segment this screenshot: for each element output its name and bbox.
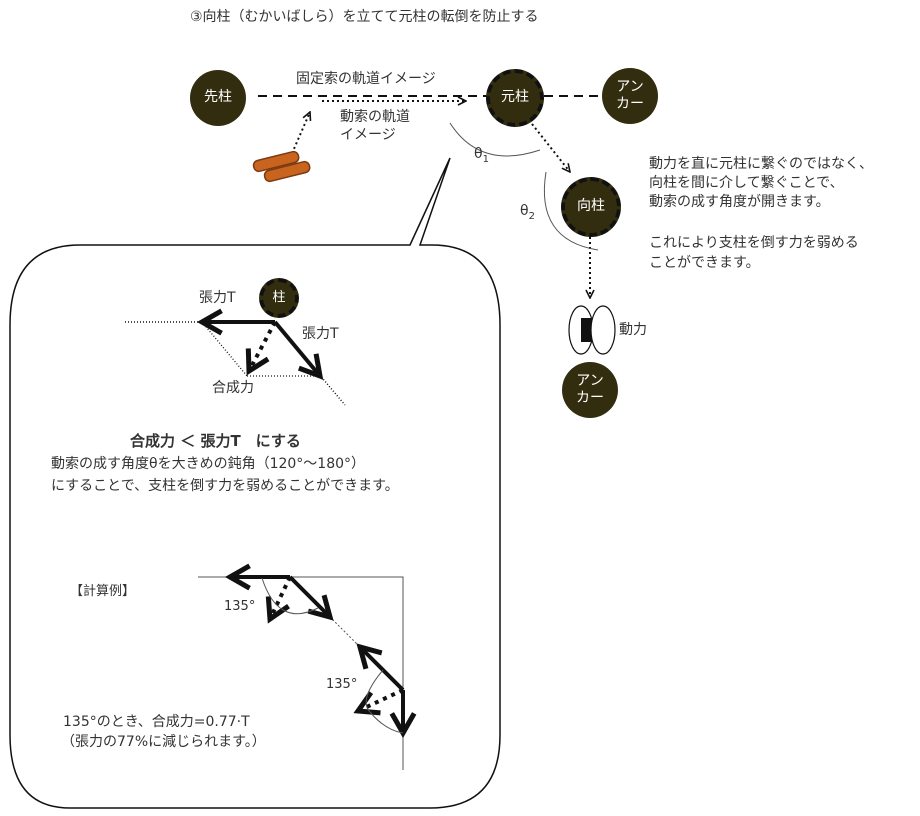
explanation-line-4: これにより支柱を倒す力を弱める (649, 235, 859, 251)
theta1-subscript: 1 (482, 153, 489, 165)
fixed-rope-label: 固定索の軌道イメージ (296, 71, 436, 89)
winch-icon (568, 305, 616, 355)
moving-rope-from-log (289, 112, 310, 159)
node-hashira: 柱 (259, 278, 299, 318)
theta1-arc (449, 122, 541, 157)
tension-left-label: 張力T (199, 290, 236, 306)
example-angle-2: 135° (326, 677, 358, 692)
node-anchor-top: アン カー (602, 68, 658, 124)
theta2-subscript: 2 (528, 210, 535, 222)
example-angle-1: 135° (224, 599, 256, 614)
resultant-arrow (245, 321, 277, 376)
node-anchor-bottom: アン カー (562, 362, 618, 418)
moving-rope-moto-to-muka (531, 123, 570, 172)
explanation-line-1: 動力を直に元柱に繋ぐのではなく、 (649, 156, 873, 172)
rule-line-1: 動索の成す角度θを大きめの鈍角（120°～180°） (51, 456, 366, 472)
example1-resultant (265, 576, 292, 624)
explanation-line-2: 向柱を間に介して繋ぐことで、 (649, 175, 844, 191)
rule-heading: 合成力 ＜ 張力T にする (130, 432, 301, 450)
example1-arrow-right (288, 575, 334, 621)
node-saki: 先柱 (190, 70, 246, 126)
power-label: 動力 (619, 322, 647, 338)
tension-right-label: 張力T (302, 326, 339, 342)
log-icon (252, 150, 311, 183)
theta1-symbol: θ (474, 146, 483, 162)
tension-right-arrow (273, 320, 324, 380)
moving-rope-label: 動索の軌道 イメージ (340, 109, 410, 143)
theta2-symbol: θ (520, 203, 529, 219)
resultant-label: 合成力 (212, 380, 254, 396)
node-muka: 向柱 (561, 177, 621, 237)
diagram-title: ③向柱（むかいばしら）を立てて元柱の転倒を防止する (190, 9, 539, 25)
example-title: 【計算例】 (70, 584, 136, 599)
theta2-label: θ2 (520, 203, 535, 223)
explanation-line-3: 動索の成す角度が開きます。 (649, 194, 830, 210)
explanation-line-5: ことができます。 (649, 255, 760, 271)
example1-angle-arc (261, 577, 319, 615)
example-result-1: 135°のとき、合成力=0.77·T (63, 714, 250, 730)
theta1-label: θ1 (474, 146, 489, 166)
node-moto: 元柱 (486, 69, 544, 127)
example-result-2: （張力の77%に減じられます。） (61, 734, 266, 750)
rule-line-2: にすることで、支柱を倒す力を弱めることができます。 (51, 478, 399, 494)
theta2-arc (543, 171, 599, 251)
example2-angle-arc (365, 669, 404, 734)
example2-arrow-up (356, 643, 405, 692)
